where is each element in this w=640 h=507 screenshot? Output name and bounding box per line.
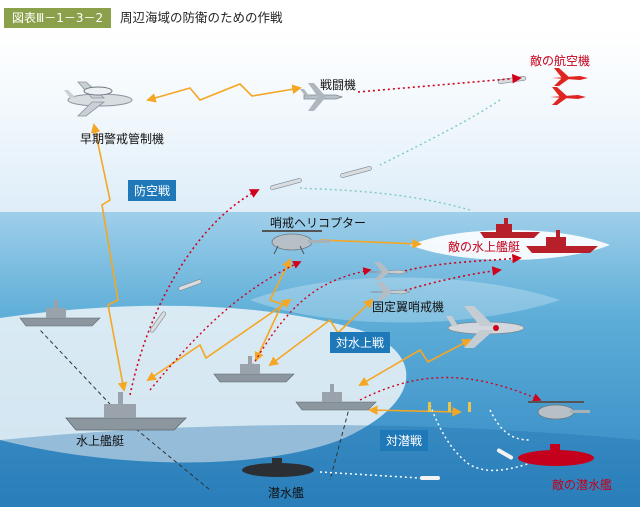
patrol-jet-icon — [367, 262, 409, 280]
friendly-ship-icon — [295, 384, 377, 411]
anti-surface-label: 対水上戦 — [330, 332, 391, 353]
torpedo-icon — [496, 448, 514, 460]
figure-title: 周辺海域の防衛のための作戦 — [120, 10, 283, 25]
patrol-helicopter-label: 哨戒ヘリコプター — [270, 216, 367, 230]
friendly-ship-icon — [213, 356, 295, 383]
anti-surface-arrow — [149, 261, 302, 391]
sonobuoy-icon — [448, 402, 451, 412]
enemy-missile-track — [379, 99, 501, 166]
enemy-aircraft-icon — [550, 87, 586, 105]
aew-aircraft-icon — [64, 81, 133, 117]
helicopter-datalink — [319, 238, 422, 249]
figure-header: 図表Ⅲ－1－3－2 周辺海域の防衛のための作戦 — [0, 0, 640, 30]
torpedo-icon — [420, 476, 440, 480]
missile-icon — [497, 76, 527, 84]
enemy-ship-icon — [526, 230, 598, 253]
missile-icon — [270, 178, 302, 190]
enemy-aircraft-label: 敵の航空機 — [530, 54, 591, 68]
enemy-ship-icon — [480, 218, 540, 238]
sonar-track — [429, 404, 541, 472]
sonobuoy-icon — [468, 402, 471, 412]
figure-number-badge: 図表Ⅲ－1－3－2 — [4, 8, 112, 28]
air-defense-label: 防空戦 — [128, 180, 177, 201]
anti-submarine-label: 対潜戦 — [380, 430, 429, 451]
friendly-ship-icon — [19, 300, 101, 327]
torpedo-track — [319, 471, 421, 479]
cone-line — [329, 404, 351, 481]
aew-label: 早期警戒管制機 — [80, 132, 165, 146]
enemy-missile-track — [299, 187, 471, 211]
intercept-arrow — [357, 73, 522, 93]
enemy-aircraft-icon — [552, 68, 588, 86]
patrol-jet-icon — [369, 282, 411, 300]
asw-helicopter-icon — [528, 401, 590, 420]
anti-surface-arrow — [249, 267, 372, 371]
anti-ship-missile-track — [399, 266, 502, 293]
datalink-arrow — [358, 339, 472, 386]
missile-icon — [178, 279, 202, 291]
enemy-submarine-label: 敵の潜水艦 — [552, 478, 613, 492]
datalink-arrow — [90, 123, 128, 392]
patrol-aircraft-label: 固定翼哨戒機 — [372, 300, 445, 314]
friendly-submarine-icon — [242, 458, 314, 477]
friendly-ship-icon — [65, 392, 187, 431]
enemy-submarine-icon — [518, 444, 594, 466]
cone-line — [124, 419, 211, 491]
anti-ship-missile-track — [399, 253, 522, 273]
deep-water-band — [0, 425, 640, 507]
surface-ship-label: 水上艦艇 — [76, 434, 125, 448]
anti-submarine-arrow — [368, 405, 462, 417]
sonar-track — [489, 409, 531, 441]
anti-submarine-arrow — [359, 376, 542, 402]
patrol-helicopter-icon — [262, 230, 330, 255]
submarine-label: 潜水艦 — [268, 486, 305, 500]
sonobuoy-icon — [428, 402, 431, 412]
enemy-surface-ship-label: 敵の水上艦艇 — [448, 240, 521, 254]
missile-icon — [340, 166, 372, 178]
datalink-arrow — [268, 298, 374, 367]
datalink-arrow — [146, 83, 302, 103]
fighter-label: 戦闘機 — [320, 78, 357, 92]
patrol-aircraft-icon — [446, 306, 525, 348]
air-defense-arrow — [129, 189, 260, 396]
fighter-icon — [300, 83, 344, 111]
